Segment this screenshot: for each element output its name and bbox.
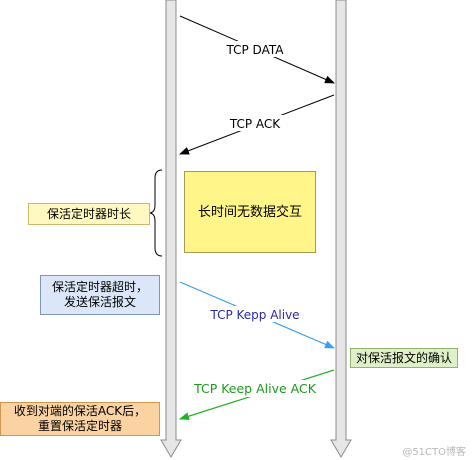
timer-reset-line1: 收到对端的保活ACK后， bbox=[13, 404, 147, 418]
timer-duration-bracket bbox=[148, 169, 163, 257]
tcp-data-label-bg bbox=[222, 41, 288, 57]
keepalive-timer-note: 保活定时器时长 bbox=[28, 203, 150, 225]
timer-timeout-note: 保活定时器超时， 发送保活报文 bbox=[40, 275, 160, 315]
watermark: @51CTO博客 bbox=[402, 447, 466, 458]
idle-period-note: 长时间无数据交互 bbox=[184, 171, 316, 253]
tcp-ack-label-bg bbox=[224, 115, 286, 131]
left-lifeline bbox=[160, 0, 182, 458]
keep-alive-label-bg bbox=[200, 306, 310, 322]
timer-timeout-line1: 保活定时器超时， bbox=[51, 280, 148, 294]
right-lifeline bbox=[330, 0, 352, 458]
idle-period-text: 长时间无数据交互 bbox=[197, 204, 302, 220]
timer-reset-line2: 重置保活定时器 bbox=[37, 419, 122, 433]
keep-alive-ack-label: TCP Keep Alive ACK bbox=[193, 381, 317, 396]
tcp-data-label: TCP DATA bbox=[226, 43, 285, 57]
keep-alive-label: TCP Kepp Alive bbox=[209, 308, 299, 322]
keep-alive-confirm-text: 对保活报文的确认 bbox=[355, 350, 452, 365]
tcp-ack-label: TCP ACK bbox=[229, 117, 281, 131]
keep-alive-ack-label-bg bbox=[188, 380, 322, 397]
timer-timeout-line2: 发送保活报文 bbox=[63, 295, 136, 309]
timer-reset-note: 收到对端的保活ACK后， 重置保活定时器 bbox=[0, 402, 160, 436]
keepalive-timer-text: 保活定时器时长 bbox=[46, 206, 131, 221]
keep-alive-confirm-note: 对保活报文的确认 bbox=[350, 348, 458, 368]
